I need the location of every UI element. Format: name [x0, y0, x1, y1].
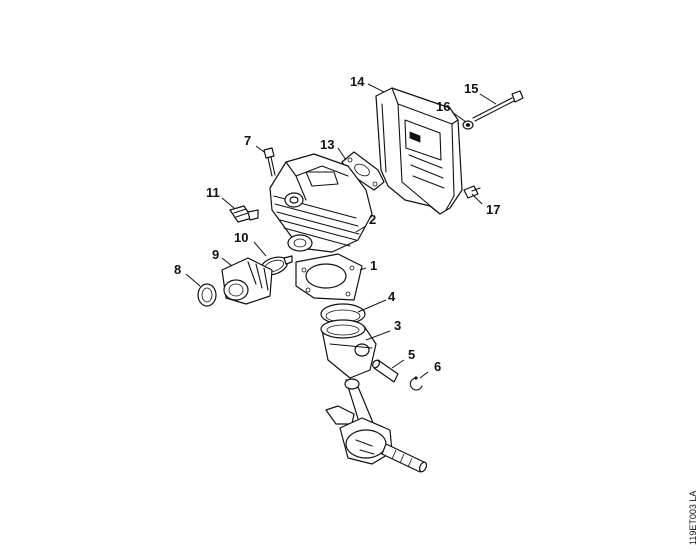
leader-10	[253, 241, 267, 257]
part-intake-manifold	[221, 257, 273, 305]
part-spark-plug	[263, 147, 276, 177]
part-washer	[462, 120, 474, 130]
callout-6: 6	[434, 359, 441, 374]
leader-9	[221, 257, 233, 267]
part-flange-ring	[197, 283, 217, 307]
part-piston	[320, 319, 377, 379]
callout-7: 7	[244, 133, 251, 148]
leader-8	[185, 273, 201, 287]
part-muffler	[375, 87, 463, 215]
part-circlip	[409, 376, 423, 391]
leader-3	[365, 330, 391, 341]
leader-5	[391, 359, 405, 369]
callout-3: 3	[394, 318, 401, 333]
part-crankshaft	[325, 378, 428, 473]
part-cylinder-gasket	[295, 253, 363, 301]
callout-15: 15	[464, 81, 478, 96]
callout-11: 11	[206, 185, 220, 200]
leader-16	[451, 111, 467, 123]
leader-lines	[185, 83, 497, 379]
callout-10: 10	[234, 230, 248, 245]
callout-9: 9	[212, 247, 219, 262]
leader-14	[367, 83, 385, 93]
callout-1: 1	[370, 258, 377, 273]
callout-14: 14	[350, 74, 365, 89]
leader-11	[221, 197, 235, 209]
callout-17: 17	[486, 202, 500, 217]
part-screw-short	[463, 185, 481, 199]
callout-8: 8	[174, 262, 181, 277]
callout-labels: 1 2 3 4 5 6 7 8 9 10 11 13 14 15 16 17	[174, 74, 500, 374]
callout-16: 16	[436, 99, 450, 114]
part-bolt-long	[472, 90, 524, 122]
callout-2: 2	[369, 212, 376, 227]
leader-7	[255, 145, 265, 153]
callout-5: 5	[408, 347, 415, 362]
part-piston-pin	[372, 359, 399, 383]
leader-13	[337, 147, 347, 161]
leader-1	[359, 267, 367, 271]
callout-13: 13	[320, 137, 334, 152]
drawing-code: 119ET003 LA	[688, 491, 698, 545]
leader-17	[471, 193, 483, 205]
leader-4	[357, 299, 387, 313]
leader-6	[419, 371, 429, 379]
callout-4: 4	[388, 289, 396, 304]
part-decompression-valve	[229, 205, 259, 223]
leader-2	[355, 225, 367, 233]
leader-15	[479, 93, 497, 105]
part-cylinder	[269, 153, 373, 253]
